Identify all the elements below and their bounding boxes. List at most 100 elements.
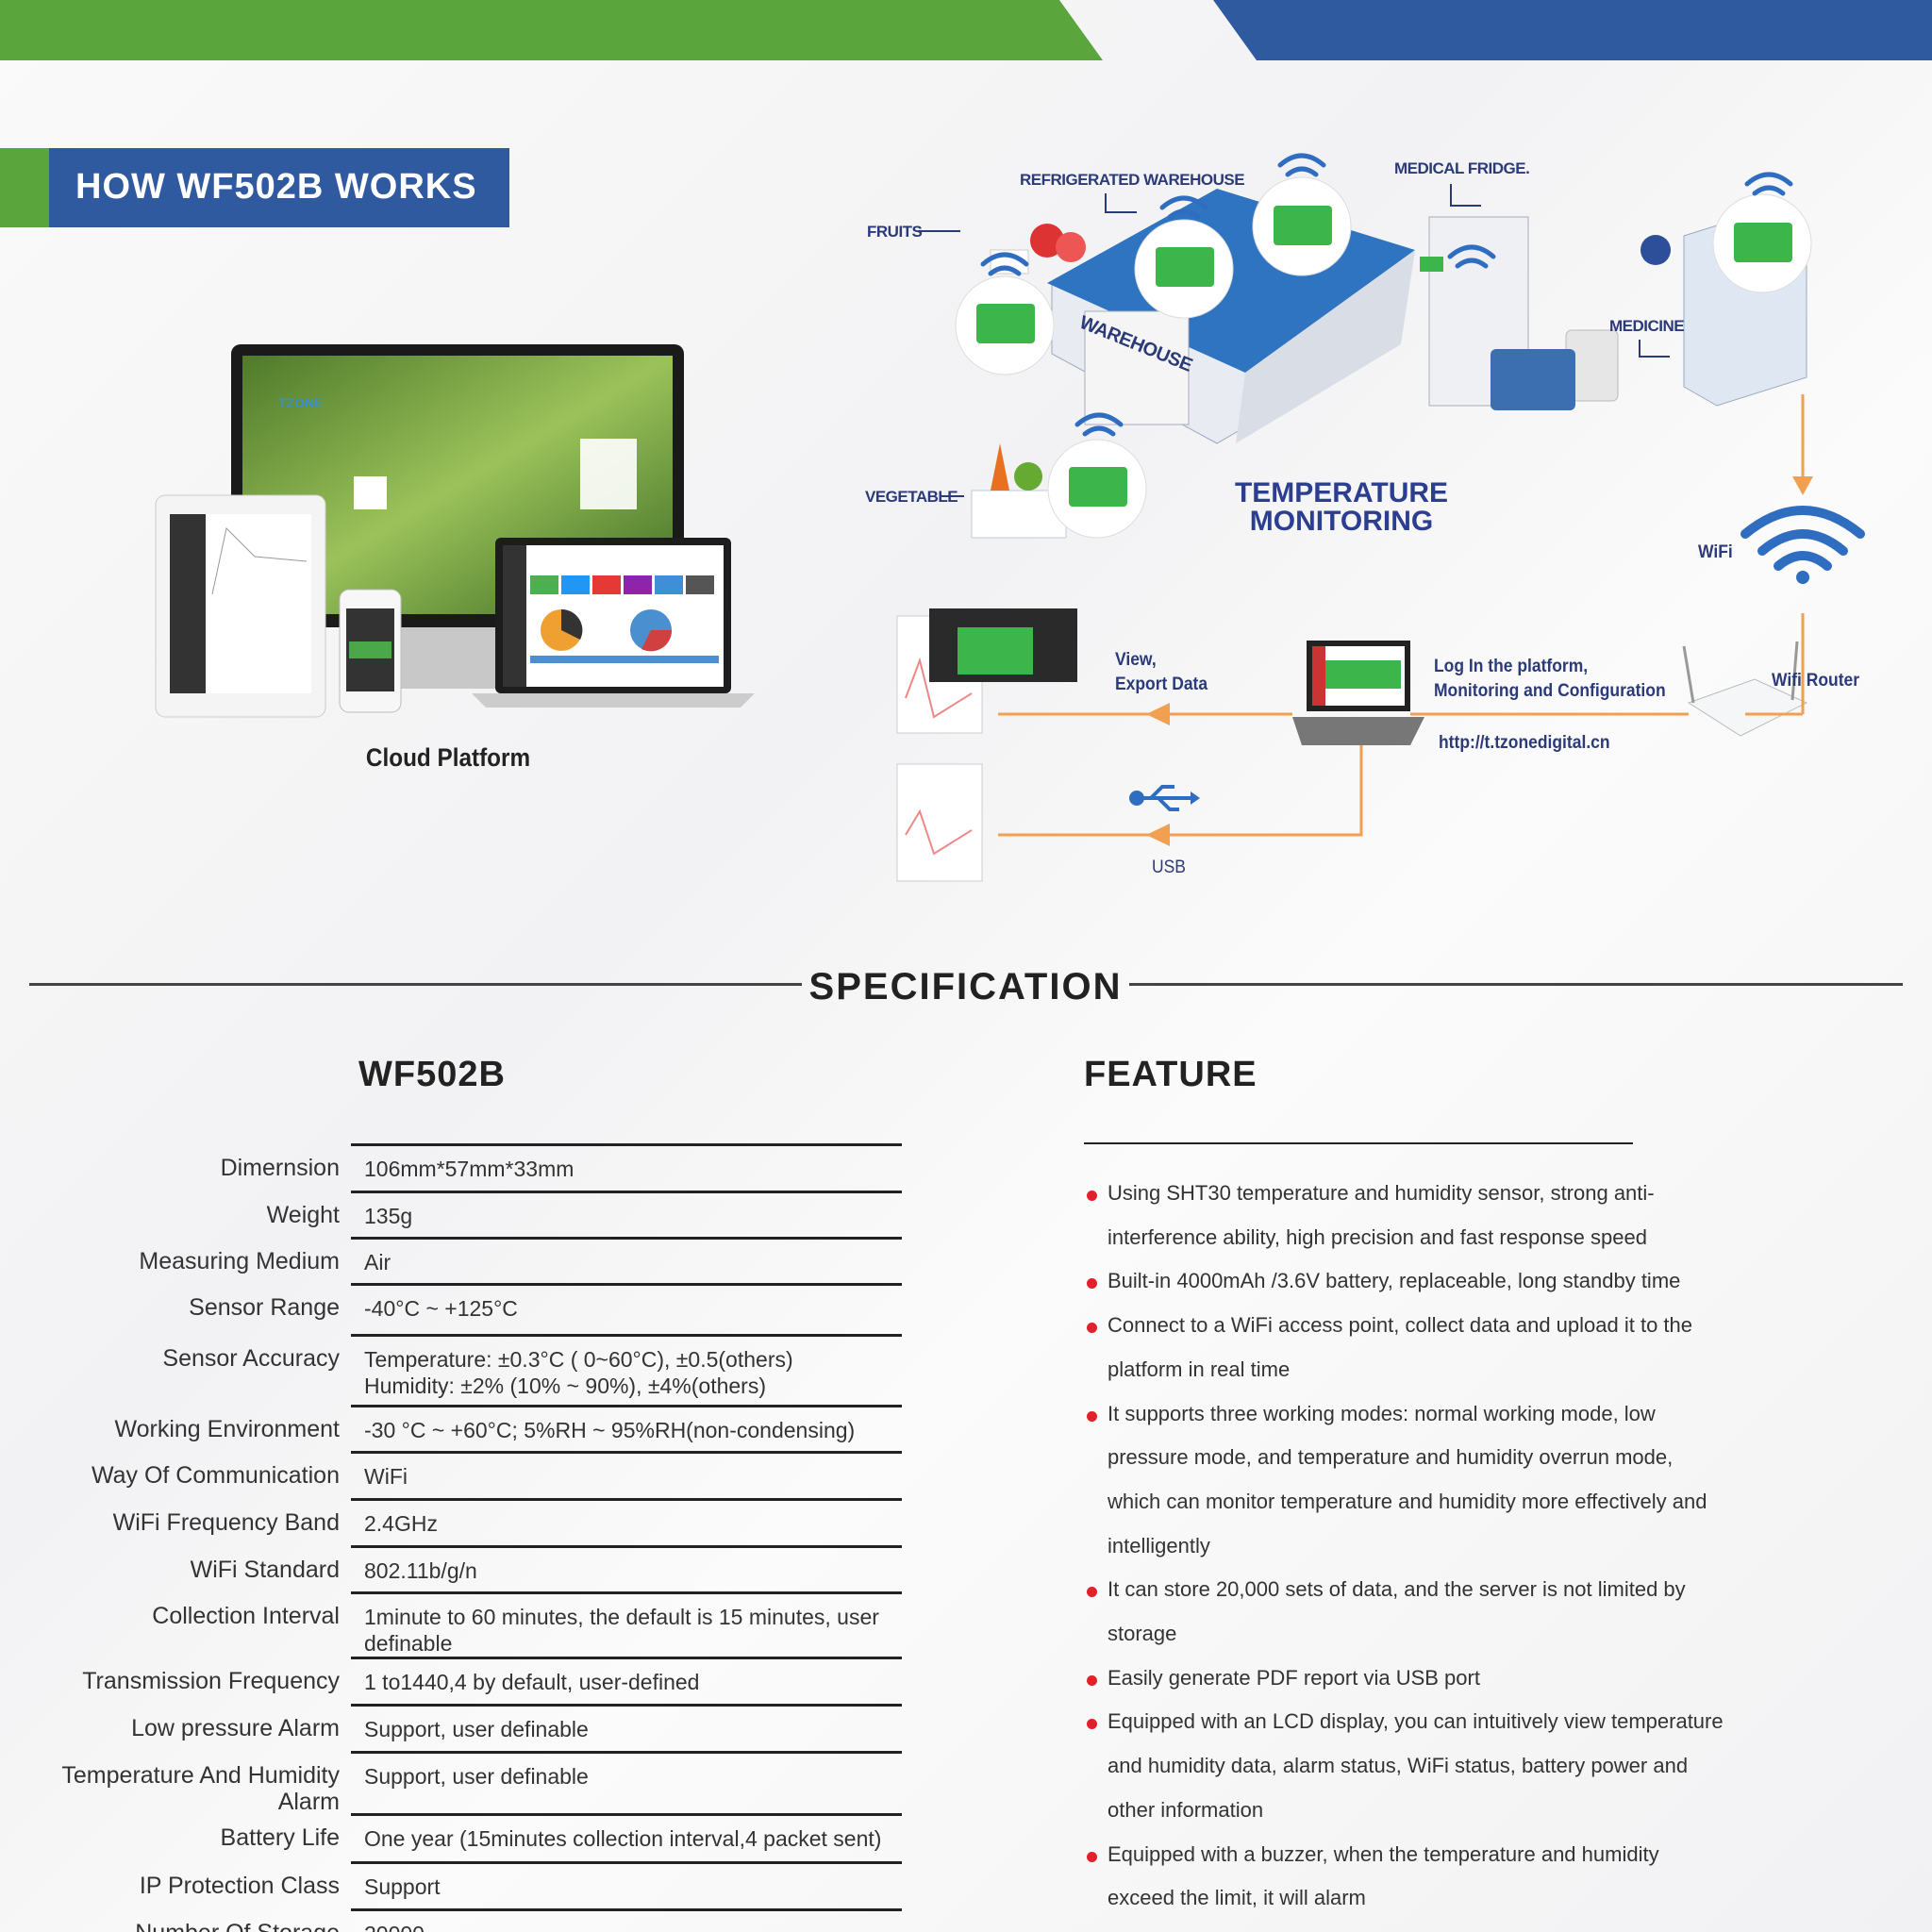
spec-label: Battery Life [220,1824,340,1851]
view-line-1: View, [1115,650,1157,670]
spec-value-cell: -40°C ~ +125°C [351,1283,902,1336]
spec-row: Transmission Frequency 1 to1440,4 by defa… [0,1657,902,1706]
spec-label: Way Of Communication [91,1461,340,1489]
spec-label: Number Of Storage [0,1910,351,1932]
spec-value-cell: 802.11b/g/n [351,1545,902,1593]
label-fruits: FRUITS [867,223,923,241]
spec-row: Way Of Communication WiFi [0,1451,902,1500]
platform-url-link[interactable]: http://t.tzonedigital.cn [1439,733,1610,753]
spec-row: Battery Life One year (15minutes collecti… [0,1813,902,1863]
spec-value-cell: 1minute to 60 minutes, the default is 15… [351,1591,902,1658]
spec-value-cell: 2.4GHz [351,1498,902,1547]
spec-value-cell: 106mm*57mm*33mm [351,1143,902,1192]
spec-value: 106mm*57mm*33mm [364,1157,575,1181]
feature-item: Built-in 4000mAh /3.6V battery, replacea… [1084,1259,1725,1304]
header-bands [0,0,1932,60]
sensor-devices [955,176,1812,539]
spec-value: Temperature: ±0.3°C ( 0~60°C), ±0.5(othe… [364,1347,793,1372]
spec-label: WiFi Standard [190,1556,340,1583]
divider-left [29,983,802,986]
laptop-dashboard-icon [1292,641,1424,745]
spec-label: Sensor Accuracy [162,1344,340,1372]
usb-icon [1129,785,1200,811]
label-refrigerated-warehouse: REFRIGERATED WAREHOUSE [1020,171,1245,189]
spec-value-cell: Support, user definable [351,1751,902,1815]
laptop [472,538,755,708]
specification-title: SPECIFICATION [808,966,1123,1008]
spec-row: Measuring Medium Air [0,1237,902,1285]
login-line-1: Log In the platform, [1434,657,1589,676]
feature-list: Using SHT30 temperature and humidity sen… [1084,1143,1724,1921]
spec-label: Collection Interval [152,1602,340,1629]
spec-row: Number Of Storage 20000 [0,1908,902,1932]
model-heading: WF502B [358,1055,506,1094]
view-line-2: Export Data [1115,675,1208,694]
feature-item: Equipped with a buzzer, when the tempera… [1084,1833,1725,1921]
cloud-platform-devices-illustration: TZONE [155,344,755,718]
spec-value: 1 to1440,4 by default, user-defined [364,1670,700,1694]
spec-label: Measuring Medium [139,1247,340,1274]
spec-value: 20000 [364,1922,425,1932]
label-pointers [918,184,1670,497]
feature-item: Connect to a WiFi access point, collect … [1084,1304,1725,1391]
spec-value: One year (15minutes collection interval,… [364,1826,882,1851]
spec-value: -40°C ~ +125°C [364,1296,518,1321]
feature-item: Equipped with an LCD display, you can in… [1084,1700,1725,1832]
spec-label: Transmission Frequency [82,1667,340,1694]
spec-row: Low pressure Alarm Support, user definabl… [0,1704,902,1753]
spec-row: WiFi Standard 802.11b/g/n [0,1545,902,1593]
spec-value-cell: -30 °C ~ +60°C; 5%RH ~ 95%RH(non-condens… [351,1405,902,1453]
spec-label: Sensor Range [189,1293,340,1321]
spec-value: Air [364,1250,391,1274]
login-line-2: Monitoring and Configuration [1434,681,1666,701]
label-wifi: WiFi [1698,542,1733,562]
spec-value: Support, user definable [364,1764,589,1789]
spec-value-cell: Temperature: ±0.3°C ( 0~60°C), ±0.5(othe… [351,1334,902,1407]
spec-row: WiFi Frequency Band 2.4GHz [0,1498,902,1547]
label-vegetable: VEGETABLE [865,488,958,506]
phone [339,589,402,713]
spec-label: WiFi Frequency Band [112,1508,340,1536]
medical-fridge-illustration [1428,216,1619,410]
green-band [0,0,1103,60]
spec-value-cell: WiFi [351,1451,902,1500]
feature-item: It supports three working modes: normal … [1084,1392,1725,1569]
spec-value-cell: Air [351,1237,902,1285]
feature-divider [1084,1142,1633,1144]
label-medicine: MEDICINE [1609,317,1685,335]
screen-brand: TZONE [278,395,323,410]
label-login-platform: Log In the platform, Monitoring and Confi… [1434,655,1666,704]
how-it-works-title: HOW WF502B WORKS [75,167,477,207]
spec-value: Support [364,1874,441,1899]
spec-label: Weight [266,1201,340,1228]
spec-value: WiFi [364,1464,408,1489]
title-line-2: MONITORING [1249,506,1434,537]
feature-heading: FEATURE [1084,1055,1257,1094]
tablet [155,494,326,718]
spec-label: Working Environment [114,1415,340,1442]
label-view-export: View, Export Data [1115,648,1208,697]
blue-band [1213,0,1932,60]
wifi-large-icon [1740,506,1865,584]
feature-item: Using SHT30 temperature and humidity sen… [1084,1172,1725,1259]
data-flow-lines [998,394,1805,837]
spec-row: Sensor Accuracy Temperature: ±0.3°C ( 0~6… [0,1334,902,1407]
arrow-icons [1146,476,1813,846]
title-line-1: TEMPERATURE [1234,477,1449,508]
feature-item: Easily generate PDF report via USB port [1084,1657,1725,1701]
spec-label: Temperature And Humidity Alarm [61,1761,340,1815]
spec-value: 135g [364,1204,413,1228]
label-wifi-router: Wifi Router [1772,671,1860,691]
spec-value: 2.4GHz [364,1511,438,1536]
spec-label: Low pressure Alarm [131,1714,340,1741]
wifi-signal-icons [980,153,1793,437]
spec-row: Sensor Range -40°C ~ +125°C [0,1283,902,1336]
warehouse-illustration [1047,189,1415,444]
spec-value-cell: Support [351,1861,902,1910]
spec-value: 802.11b/g/n [364,1558,477,1583]
spec-value: Support, user definable [364,1717,589,1741]
